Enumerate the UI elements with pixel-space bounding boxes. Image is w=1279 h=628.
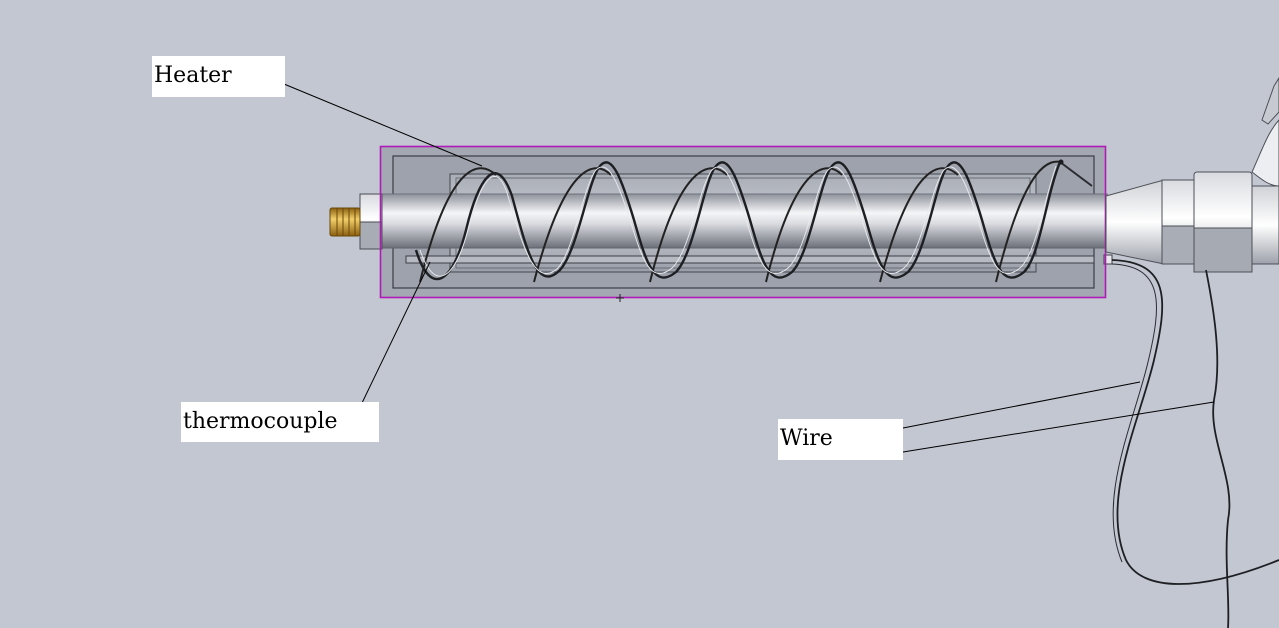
elbow-flange (1261, 77, 1279, 125)
heater-coil (414, 161, 1062, 281)
wire-leader-line-lower (902, 401, 1215, 453)
coil-lead-terminal (1058, 159, 1064, 165)
wire-callout: Wire (778, 419, 903, 460)
heater-wire (1205, 269, 1231, 628)
heater-leader-line (283, 83, 483, 167)
elbow-fitting (1251, 119, 1279, 187)
thermocouple-callout: thermocouple (181, 402, 379, 442)
coil-lead (1059, 161, 1093, 187)
thermocouple-wire-second-strand (1111, 263, 1157, 563)
heater-coil-shadow (419, 165, 1057, 277)
heater-callout: Heater (152, 56, 285, 97)
wire-leader-line-upper (902, 381, 1141, 429)
thermocouple-probe (405, 255, 1095, 264)
heater-coil-back (419, 160, 1063, 283)
reducer-cone (1105, 179, 1165, 265)
hex-nut-lower-face (1161, 225, 1197, 265)
coupling-lower-face (1193, 227, 1253, 273)
thermocouple-wire (1111, 259, 1279, 585)
crosshair-icon (616, 294, 624, 302)
thermocouple-tip (1103, 254, 1113, 265)
thermocouple-leader-line (361, 261, 431, 404)
outlet-pipe (1251, 185, 1279, 265)
left-nut-lower-face (359, 221, 383, 250)
